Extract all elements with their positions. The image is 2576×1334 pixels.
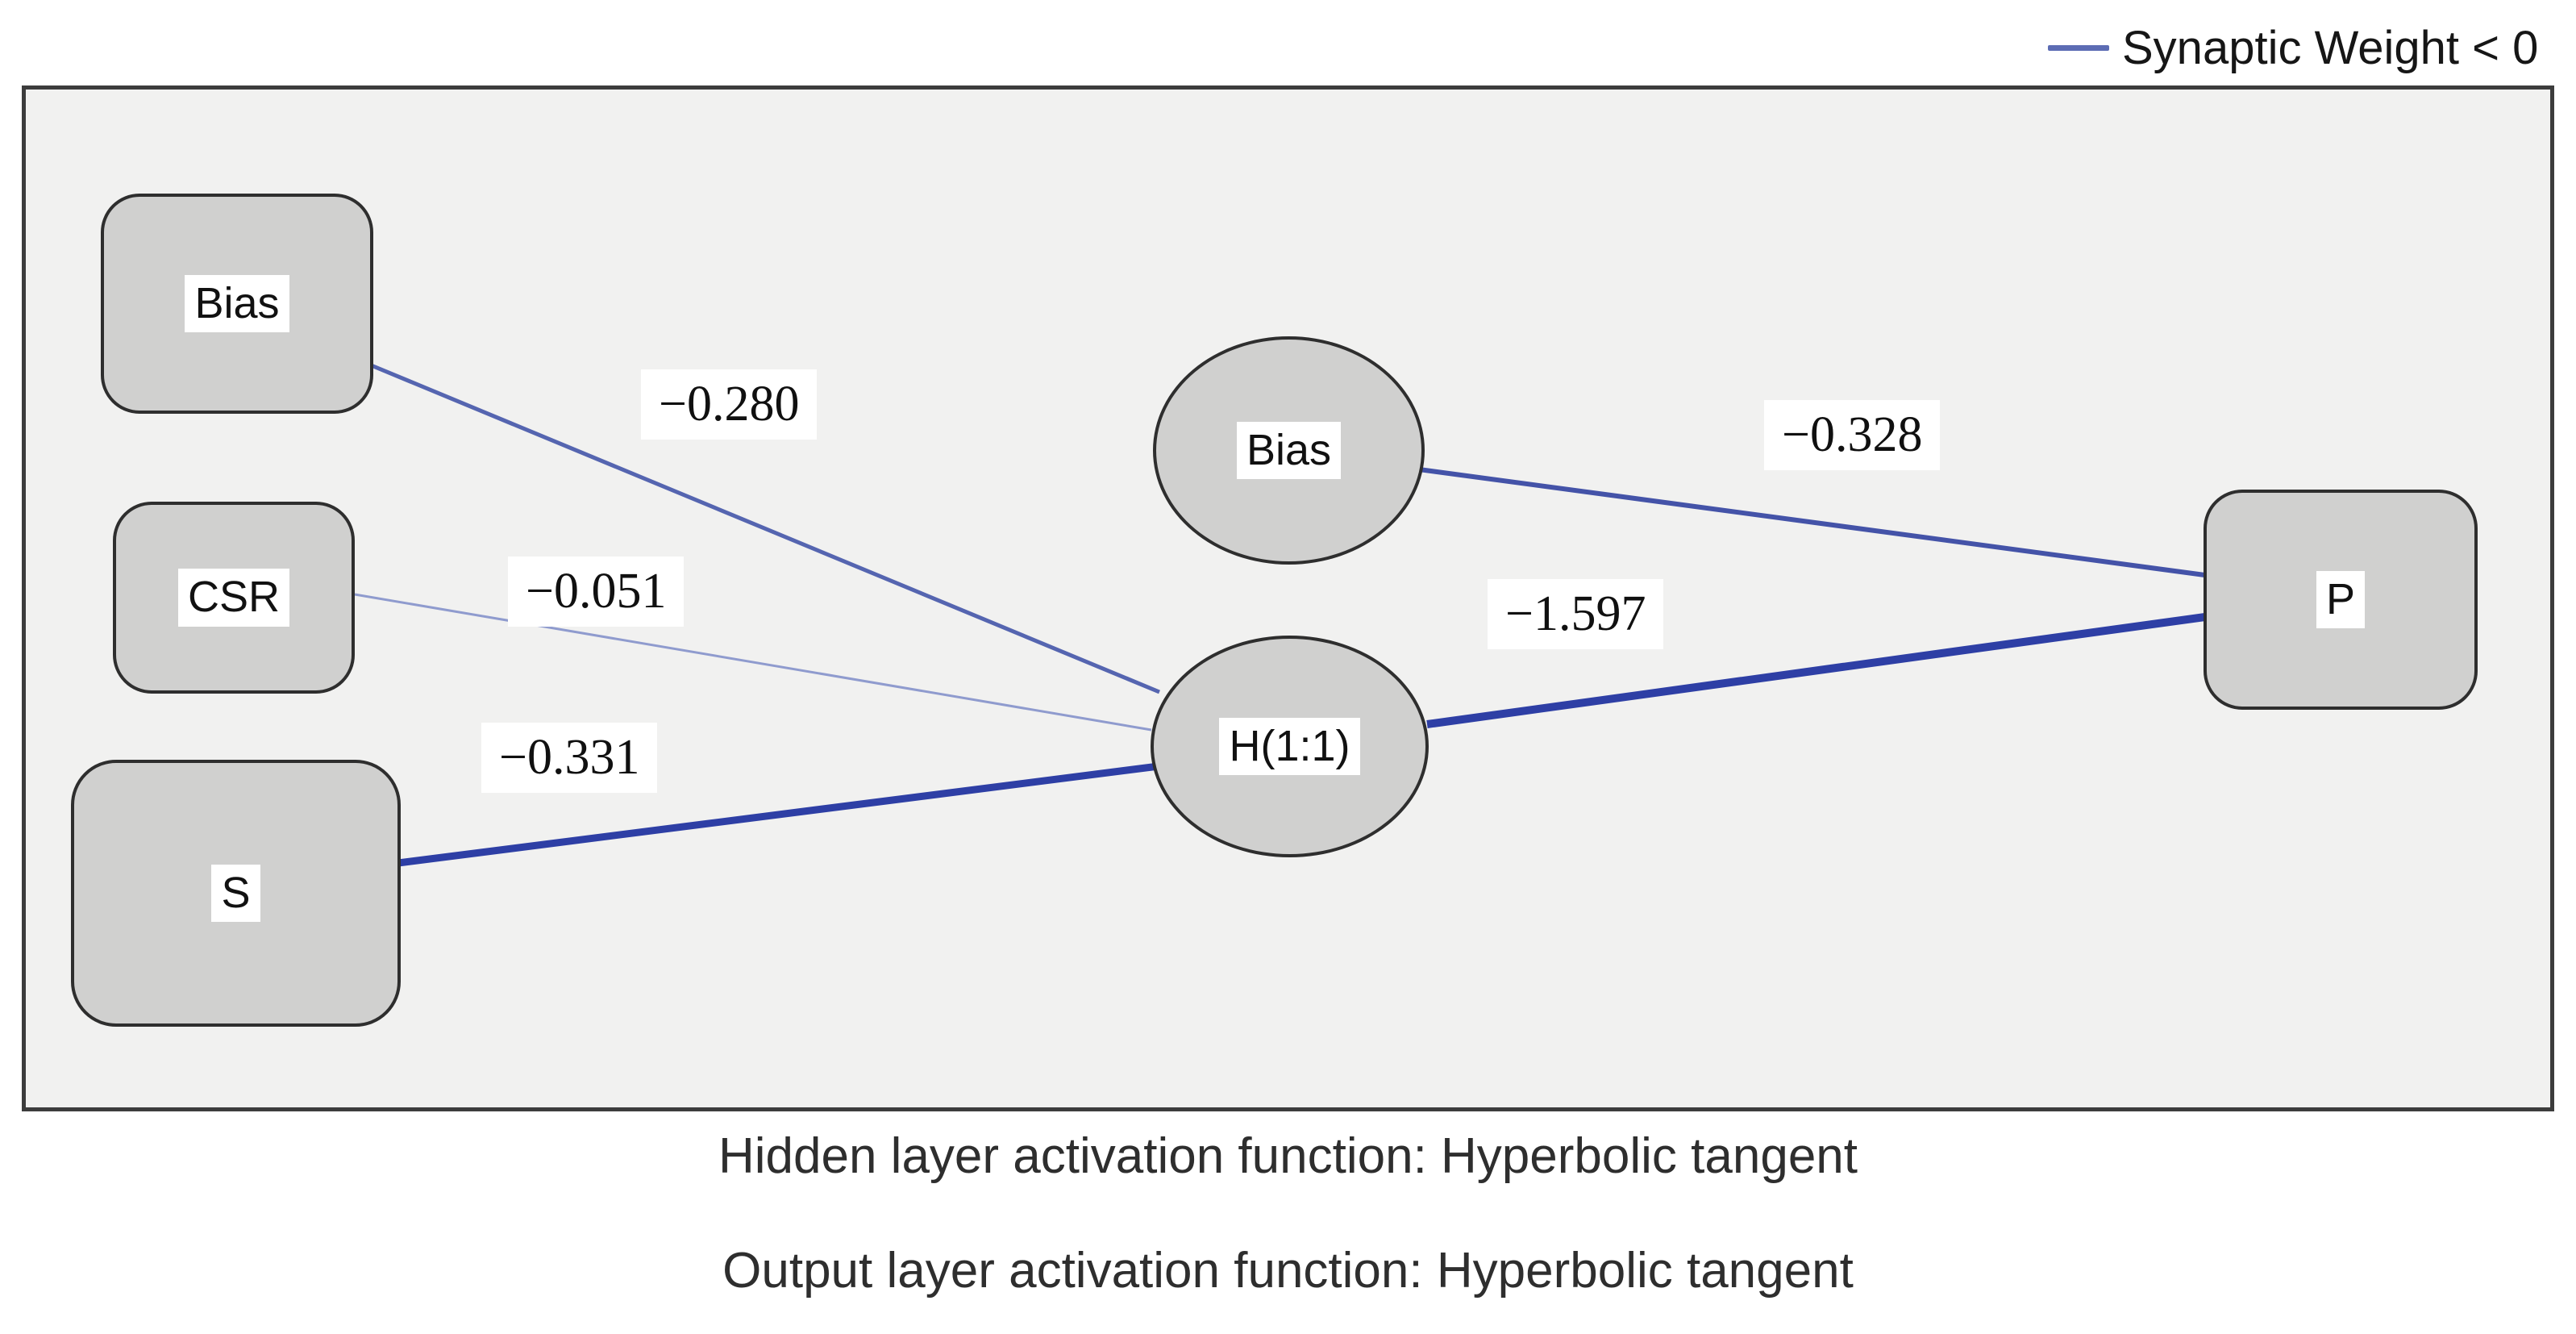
edge-hiddenbias-to-p: [1418, 467, 2212, 578]
node-input-csr-label: CSR: [177, 569, 289, 627]
weight-label-h11-p: −1.597: [1488, 579, 1664, 649]
diagram-frame: −0.280 −0.051 −0.331 −1.597 −0.328 Bias …: [22, 85, 2554, 1111]
weight-label-s-h11: −0.331: [481, 723, 658, 793]
edge-bias-to-h11: [368, 362, 1160, 694]
node-input-s: S: [71, 760, 401, 1027]
negative-weight-line-swatch: [2048, 44, 2109, 51]
synaptic-edges: [354, 362, 2212, 867]
weight-label-csr-h11: −0.051: [508, 557, 685, 627]
node-input-s-label: S: [211, 864, 260, 923]
weight-label-bias-h11: −0.280: [641, 369, 818, 440]
node-input-csr: CSR: [113, 502, 355, 694]
edge-h11-to-p: [1426, 612, 2212, 728]
node-input-bias-label: Bias: [185, 274, 289, 333]
node-input-bias: Bias: [101, 194, 373, 414]
legend: Synaptic Weight < 0: [2048, 19, 2576, 76]
node-output-p: P: [2204, 490, 2478, 710]
node-hidden-h11-label: H(1:1): [1219, 717, 1360, 776]
node-hidden-bias-label: Bias: [1236, 421, 1342, 480]
node-hidden-bias: Bias: [1153, 336, 1425, 565]
edge-s-to-h11: [397, 762, 1159, 867]
weight-label-hiddenbias-p: −0.328: [1764, 400, 1941, 470]
footnote-output-activation: Output layer activation function: Hyperb…: [722, 1243, 1854, 1299]
edge-csr-to-h11: [354, 593, 1152, 732]
node-output-p-label: P: [2316, 570, 2366, 629]
footnote-hidden-activation: Hidden layer activation function: Hyperb…: [718, 1128, 1858, 1184]
legend-label: Synaptic Weight < 0: [2122, 21, 2539, 74]
node-hidden-h11: H(1:1): [1151, 636, 1429, 857]
